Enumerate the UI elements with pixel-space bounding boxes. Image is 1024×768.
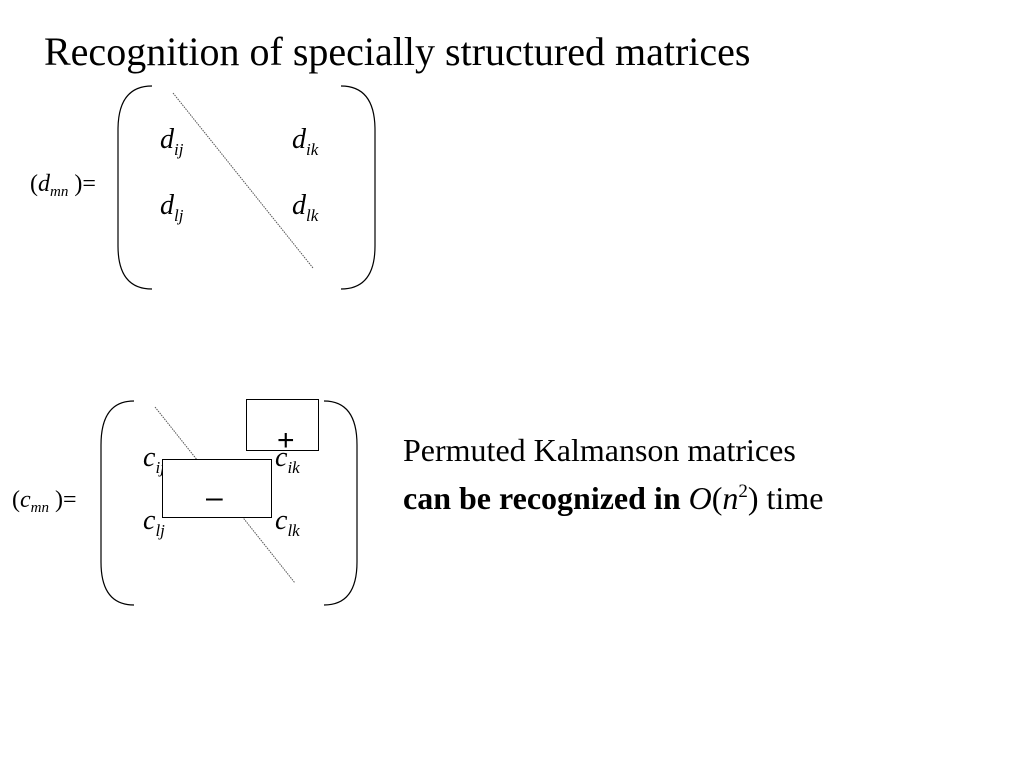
n-symbol: n [722,480,739,516]
matrix-entry: clj [143,505,165,540]
lhs-subscript: mn [30,500,49,516]
matrix-entry: dlj [160,190,184,225]
entry-symbol: d [160,190,174,221]
lhs-symbol: d [38,171,50,197]
entry-subscript: lk [306,206,319,225]
entry-symbol: c [275,505,288,536]
matrix-entry: dlk [292,190,319,225]
exponent: 2 [738,481,748,502]
entry-symbol: d [292,124,306,155]
entry-subscript: lj [155,521,165,540]
entry-subscript: ij [174,140,184,159]
plus-box: + [246,399,319,456]
lhs-symbol: c [20,487,31,513]
lhs-paren: ( [12,487,20,513]
paren-close: ) [747,480,759,516]
matrix-entry: dik [292,124,319,159]
matrix-entry: clk [275,505,300,540]
minus-box: – [162,459,272,518]
entry-symbol: c [143,505,156,536]
slide-title: Recognition of specially structured matr… [44,29,751,74]
lhs-subscript: mn [50,184,69,200]
entry-symbol: c [143,442,156,473]
entry-symbol: d [160,124,174,155]
plus-sign: + [277,424,295,457]
paren-open: ( [711,480,723,516]
matrix-d-right-bracket [340,85,376,290]
lhs-paren: ( [30,171,38,197]
matrix-d-diagonal [172,92,314,269]
entry-subscript: ik [306,140,319,159]
minus-sign: – [206,481,223,514]
matrix-entry: cij [143,442,165,477]
entry-subscript: lj [174,206,184,225]
matrix-c-right-bracket [323,400,358,606]
big-o: O [688,480,712,516]
entry-subscript: ik [287,458,300,477]
statement-line-2: can be recognized in O(n2) time [403,478,823,518]
matrix-d-left-bracket [117,85,153,290]
matrix-d-lhs: (dmn )= [30,171,96,200]
lhs-equals: )= [49,487,77,513]
entry-subscript: ij [155,458,165,477]
matrix-c-left-bracket [100,400,135,606]
entry-subscript: lk [287,521,300,540]
statement-tail: time [758,480,824,516]
statement-line-1: Permuted Kalmanson matrices [403,432,796,468]
entry-symbol: d [292,190,306,221]
matrix-c-lhs: (cmn )= [12,487,77,516]
lhs-equals: )= [68,171,96,197]
matrix-entry: dij [160,124,184,159]
statement-bold: can be recognized in [403,480,681,516]
